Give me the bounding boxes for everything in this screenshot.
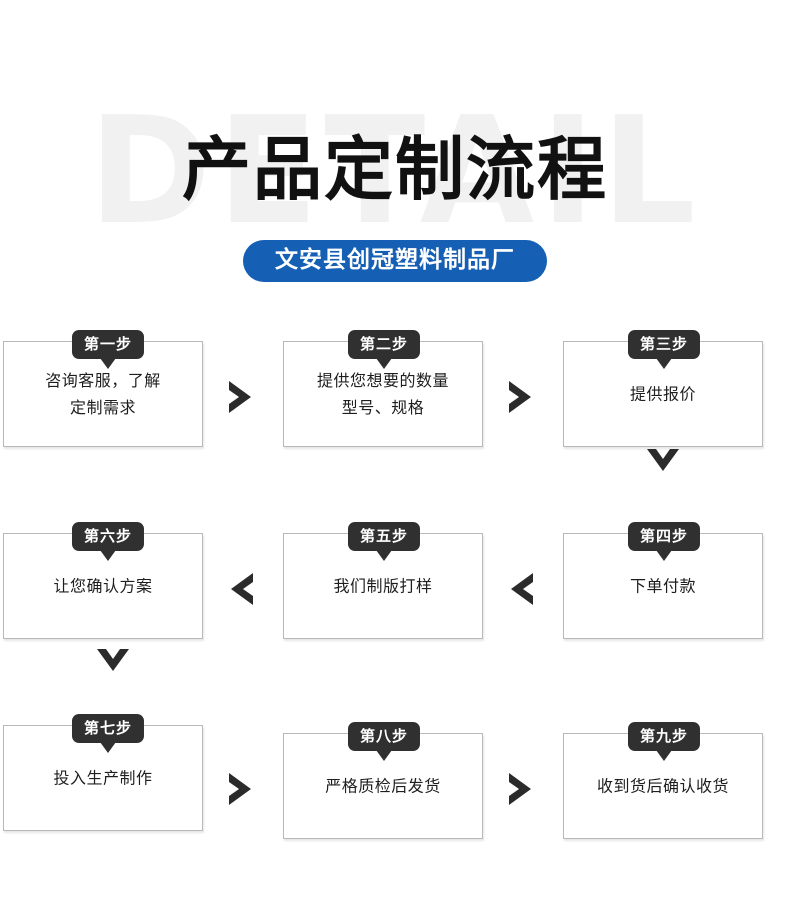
- step-text: 提供报价: [572, 381, 754, 408]
- subtitle-container: 文安县创冠塑料制品厂: [0, 240, 790, 282]
- chevron-right-icon: [499, 377, 543, 417]
- step-text: 提供您想要的数量 型号、规格: [292, 367, 474, 421]
- step-number-badge: 第六步: [72, 522, 145, 561]
- step-text: 下单付款: [572, 573, 754, 600]
- step-number-badge: 第九步: [627, 722, 701, 761]
- step-text-line-1: 提供您想要的数量: [316, 371, 449, 390]
- step-number-badge: 第五步: [347, 522, 421, 561]
- process-flow-diagram: 咨询客服，了解 定制需求 第一步 提供您想要的数量 型号、规格 第二步: [0, 300, 790, 860]
- step-text: 让您确认方案: [12, 573, 194, 600]
- step-text-line-1: 投入生产制作: [53, 768, 153, 788]
- page-title: 产品定制流程: [182, 130, 608, 210]
- step-number-badge: 第四步: [627, 522, 701, 561]
- step-text-line-1: 咨询客服，了解: [45, 371, 161, 390]
- step-text-line-1: 严格质检后发货: [325, 776, 441, 796]
- flow-row-3: 投入生产制作 第七步 严格质检后发货 第八步: [0, 714, 790, 872]
- step-text-line-2: 定制需求: [69, 398, 136, 417]
- step-number-badge: 第三步: [627, 330, 701, 369]
- chevron-right-icon: [219, 377, 263, 417]
- flow-row-2: 让您确认方案 第六步 我们制版打样 第五步: [0, 522, 790, 672]
- flow-step-4: 下单付款 第四步: [563, 522, 765, 639]
- step-number-badge: 第七步: [72, 714, 145, 753]
- chevron-right-icon: [219, 769, 263, 809]
- step-text: 收到货后确认收货: [572, 773, 754, 800]
- chevron-down-icon: [91, 641, 135, 685]
- step-box: 让您确认方案: [3, 533, 203, 639]
- page-header: DETAIL 产品定制流程 文安县创冠塑料制品厂: [0, 0, 790, 300]
- step-number-badge: 第一步: [72, 330, 145, 369]
- flow-step-8: 严格质检后发货 第八步: [283, 722, 485, 839]
- flow-step-6: 让您确认方案 第六步: [3, 522, 205, 639]
- flow-step-1: 咨询客服，了解 定制需求 第一步: [3, 330, 205, 447]
- flow-step-3: 提供报价 第三步: [563, 330, 765, 447]
- flow-step-5: 我们制版打样 第五步: [283, 522, 485, 639]
- chevron-down-icon: [641, 441, 685, 485]
- step-text: 投入生产制作: [12, 765, 194, 792]
- step-text-line-1: 我们制版打样: [333, 576, 433, 596]
- step-text: 咨询客服，了解 定制需求: [12, 367, 194, 421]
- flow-step-2: 提供您想要的数量 型号、规格 第二步: [283, 330, 485, 447]
- flow-row-1: 咨询客服，了解 定制需求 第一步 提供您想要的数量 型号、规格 第二步: [0, 330, 790, 480]
- flow-step-7: 投入生产制作 第七步: [3, 714, 205, 831]
- step-text-line-1: 提供报价: [629, 384, 696, 404]
- detail-watermark-text: DETAIL: [88, 85, 702, 257]
- step-number-badge: 第八步: [347, 722, 421, 761]
- step-text-line-2: 型号、规格: [341, 398, 425, 417]
- chevron-right-icon: [499, 769, 543, 809]
- step-number-badge: 第二步: [347, 330, 421, 369]
- step-text-line-1: 让您确认方案: [53, 576, 153, 596]
- flow-step-9: 收到货后确认收货 第九步: [563, 722, 765, 839]
- company-name-badge: 文安县创冠塑料制品厂: [243, 240, 547, 282]
- chevron-left-icon: [499, 569, 543, 609]
- step-text-line-1: 下单付款: [629, 576, 696, 596]
- step-box: 收到货后确认收货: [563, 733, 763, 839]
- step-text: 严格质检后发货: [292, 773, 474, 800]
- step-text: 我们制版打样: [292, 573, 474, 600]
- step-text-line-1: 收到货后确认收货: [596, 776, 729, 796]
- chevron-left-icon: [219, 569, 263, 609]
